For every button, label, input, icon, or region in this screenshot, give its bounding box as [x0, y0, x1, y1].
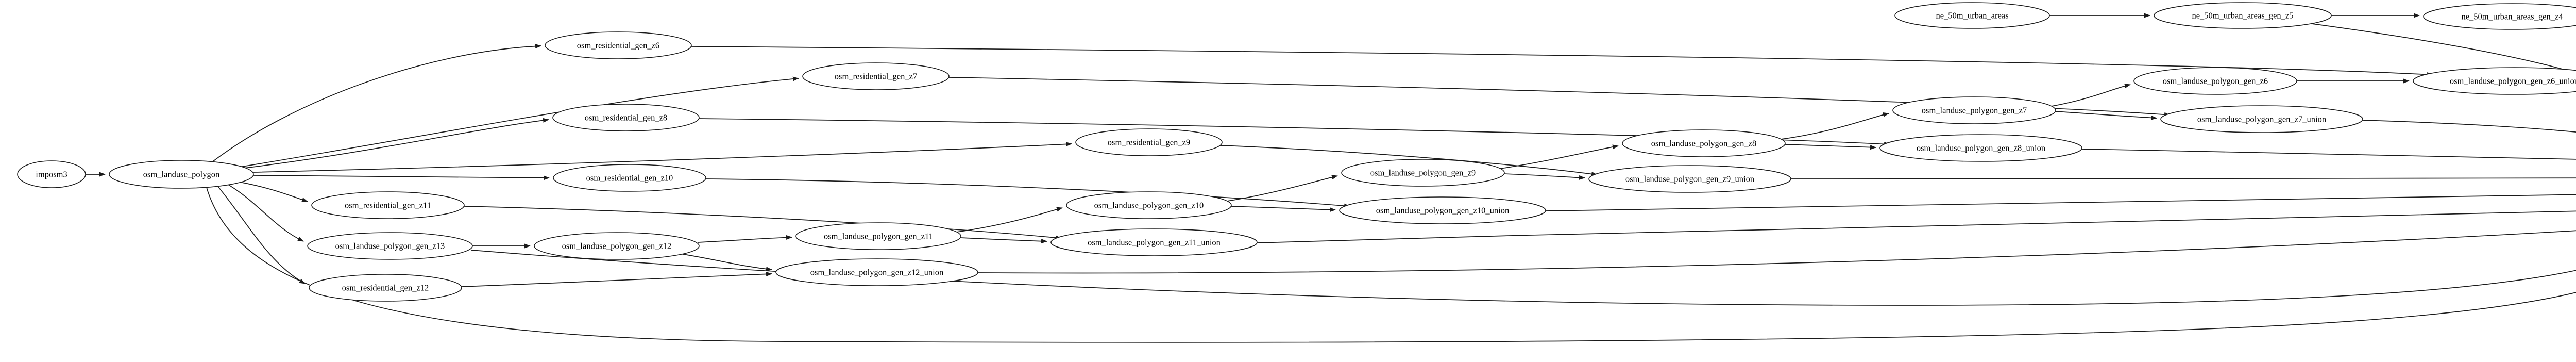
node-label: ne_50m_urban_areas_gen_z5 — [2192, 11, 2293, 21]
node-label: osm_landuse_polygon_gen_z8_union — [1917, 143, 2045, 153]
node-osm_residential_gen_z9: osm_residential_gen_z9 — [1075, 128, 1223, 156]
node-label: osm_landuse_polygon_gen_z6_union — [2450, 76, 2576, 86]
node-osm_residential_gen_z10: osm_residential_gen_z10 — [553, 164, 706, 192]
edge-polygon-to-res_z11 — [230, 180, 308, 202]
node-osm_residential_gen_z12: osm_residential_gen_z12 — [309, 274, 462, 302]
node-osm_landuse_polygon_gen_z9: osm_landuse_polygon_gen_z9 — [1341, 159, 1505, 187]
edge-polygon-to-res_z8 — [226, 118, 549, 171]
edge-union_z8-to-layer-z8 — [2081, 149, 2576, 159]
node-label: osm_residential_gen_z11 — [345, 201, 431, 210]
node-label: osm_landuse_polygon_gen_z9 — [1370, 168, 1476, 178]
edge-gen_z8-to-gen_z7 — [1781, 112, 1889, 140]
node-osm_residential_gen_z7: osm_residential_gen_z7 — [802, 62, 950, 90]
node-label: osm_landuse_polygon_gen_z13 — [335, 241, 445, 251]
edge-polygon-to-res_z6 — [210, 44, 541, 164]
node-osm_landuse_polygon: osm_landuse_polygon — [109, 160, 254, 189]
edge-union_z7-to-layer-z7 — [2362, 120, 2576, 133]
node-osm_landuse_polygon_gen_z9_union: osm_landuse_polygon_gen_z9_union — [1588, 165, 1791, 193]
node-label: osm_residential_gen_z6 — [577, 41, 659, 51]
node-osm_landuse_polygon_gen_z7_union: osm_landuse_polygon_gen_z7_union — [2160, 105, 2363, 133]
node-osm_landuse_polygon_gen_z11: osm_landuse_polygon_gen_z11 — [795, 222, 961, 250]
node-osm_landuse_polygon_gen_z6: osm_landuse_polygon_gen_z6 — [2133, 67, 2297, 95]
node-label: osm_landuse_polygon_gen_z12 — [562, 241, 672, 251]
edge-gen_z8-to-union_z8 — [1784, 144, 1876, 150]
node-osm_landuse_polygon_gen_z10_union: osm_landuse_polygon_gen_z10_union — [1339, 196, 1546, 224]
node-ne_50m_urban_areas_gen_z4: ne_50m_urban_areas_gen_z4 — [2423, 3, 2576, 30]
node-label: osm_landuse_polygon_gen_z11_union — [1088, 238, 1221, 248]
node-osm_landuse_polygon_gen_z13: osm_landuse_polygon_gen_z13 — [307, 232, 473, 260]
edge-polygon-to-res_z12 — [216, 184, 306, 284]
node-label: osm_landuse_polygon_gen_z10 — [1094, 201, 1204, 210]
node-label: osm_landuse_polygon_gen_z7 — [1922, 106, 2027, 116]
edge-res_z7-to-union_z7 — [948, 77, 2171, 117]
node-label: osm_residential_gen_z8 — [585, 113, 667, 123]
edge-gen_z7-to-gen_z6 — [2051, 84, 2131, 107]
edge-res_z6-to-union_z6 — [691, 46, 2433, 77]
node-osm_landuse_polygon_gen_z8_union: osm_landuse_polygon_gen_z8_union — [1879, 134, 2082, 162]
edge-res_z8-to-union_z8 — [699, 118, 1890, 146]
node-osm_landuse_polygon_gen_z6_union: osm_landuse_polygon_gen_z6_union — [2413, 67, 2576, 95]
node-label: osm_landuse_polygon_gen_z8 — [1651, 139, 1756, 149]
node-label: osm_landuse_polygon_gen_z7_union — [2197, 114, 2326, 124]
node-label: osm_residential_gen_z7 — [835, 72, 917, 81]
edge-gen_z10-to-gen_z9 — [1227, 175, 1338, 202]
node-label: osm_residential_gen_z12 — [342, 283, 429, 293]
node-osm_landuse_polygon_gen_z8: osm_landuse_polygon_gen_z8 — [1622, 129, 1786, 157]
edge-union_z12-to-layer-z12 — [977, 230, 2576, 274]
edge-polygon-to-res_z10 — [253, 175, 550, 180]
node-osm_residential_gen_z11: osm_residential_gen_z11 — [311, 191, 465, 219]
node-ne_50m_urban_areas: ne_50m_urban_areas — [1894, 2, 2050, 29]
node-label: osm_residential_gen_z9 — [1108, 138, 1190, 147]
node-ne_50m_urban_areas_gen_z5: ne_50m_urban_areas_gen_z5 — [2154, 2, 2332, 29]
edge-union_z10-to-layer-z10 — [1545, 194, 2576, 211]
node-label: imposm3 — [36, 170, 67, 179]
node-osm_landuse_polygon_gen_z7: osm_landuse_polygon_gen_z7 — [1892, 96, 2056, 124]
edge-res_z10-to-union_z10 — [705, 178, 1350, 208]
node-osm_landuse_polygon_gen_z10: osm_landuse_polygon_gen_z10 — [1066, 191, 1232, 219]
node-osm_landuse_polygon_gen_z12: osm_landuse_polygon_gen_z12 — [534, 232, 700, 260]
node-osm_residential_gen_z6: osm_residential_gen_z6 — [545, 31, 692, 59]
edge-gen_z12-to-gen_z11 — [698, 235, 792, 243]
edge-polygon-to-res_z9 — [253, 142, 1072, 173]
edge-polygon-to-layer-z14 — [206, 185, 2576, 343]
node-label: osm_landuse_polygon_gen_z6 — [2163, 76, 2268, 86]
edge-gen_z9-to-gen_z8 — [1500, 144, 1619, 169]
edge-gen_z12-to-union_z12 — [680, 253, 772, 272]
node-osm_landuse_polygon_gen_z11_union: osm_landuse_polygon_gen_z11_union — [1050, 228, 1258, 256]
edge-gen_z11-to-union_z11 — [960, 237, 1047, 244]
edge-gen_z7-to-union_z7 — [2055, 111, 2157, 120]
node-label: osm_landuse_polygon_gen_z11 — [824, 232, 933, 241]
node-label: osm_landuse_polygon — [143, 170, 220, 179]
node-osm_landuse_polygon_gen_z12_union: osm_landuse_polygon_gen_z12_union — [775, 258, 978, 286]
node-label: ne_50m_urban_areas_gen_z4 — [2461, 12, 2563, 22]
node-label: osm_landuse_polygon_gen_z9_union — [1625, 174, 1754, 184]
edge-gen_z11-to-gen_z10 — [956, 207, 1063, 233]
edge-res_z12-to-union_z12 — [461, 271, 772, 287]
edge-polygon-to-res_z7 — [232, 76, 799, 169]
node-label: osm_landuse_polygon_gen_z12_union — [810, 268, 943, 277]
node-label: ne_50m_urban_areas — [1936, 11, 2008, 21]
edge-res_z11-to-union_z11 — [464, 206, 1062, 240]
edge-ne_gen_z5-to-layer-z5 — [2308, 23, 2576, 74]
edge-gen_z10-to-union_z10 — [1230, 206, 1336, 212]
node-osm_residential_gen_z8: osm_residential_gen_z8 — [552, 104, 700, 131]
edge-union_z9-to-layer-z9 — [1790, 177, 2576, 179]
node-label: osm_residential_gen_z10 — [586, 173, 673, 183]
edge-gen_z9-to-union_z9 — [1503, 173, 1585, 180]
node-label: osm_landuse_polygon_gen_z10_union — [1376, 206, 1509, 216]
edge-polygon-to-gen_z13 — [224, 182, 304, 242]
node-imposm3: imposm3 — [17, 160, 86, 188]
edge-layer — [86, 13, 2576, 343]
